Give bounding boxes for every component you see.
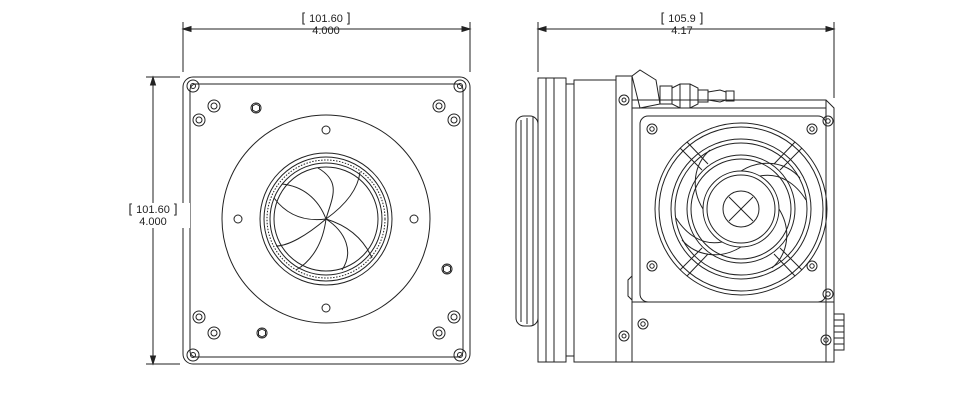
front-height-label: 101.60 4.000 — [116, 203, 190, 228]
corner-mounting-holes — [186, 79, 467, 362]
side-depth-label: 105.9 4.17 — [646, 12, 718, 37]
fan-mount-holes — [637, 115, 834, 346]
front-width-mm: 101.60 — [286, 12, 366, 25]
side-depth-dimension — [536, 22, 836, 98]
front-housing-inner — [189, 83, 464, 358]
ring-holes — [233, 125, 419, 313]
side-depth-in: 4.17 — [671, 25, 693, 37]
side-view — [515, 69, 845, 363]
top-fitting — [631, 69, 735, 109]
front-height-in: 4.000 — [139, 216, 167, 228]
front-height-mm: 101.60 — [116, 203, 190, 216]
front-width-dimension — [181, 22, 472, 72]
face-screws — [192, 99, 461, 340]
body-plate — [615, 75, 633, 363]
front-width-label: 101.60 4.000 — [286, 12, 366, 37]
aperture — [259, 152, 393, 286]
front-width-in: 4.000 — [312, 25, 340, 37]
fan-blades — [675, 149, 807, 269]
cooler-housing — [631, 99, 835, 363]
fan-guard — [654, 122, 828, 296]
iris-blades — [273, 167, 373, 271]
front-view — [182, 76, 471, 365]
body-block — [573, 79, 617, 363]
rear-connector — [833, 313, 845, 351]
front-housing-outer — [182, 76, 471, 365]
side-depth-mm: 105.9 — [646, 12, 718, 25]
mounting-ring-outer — [221, 114, 431, 324]
